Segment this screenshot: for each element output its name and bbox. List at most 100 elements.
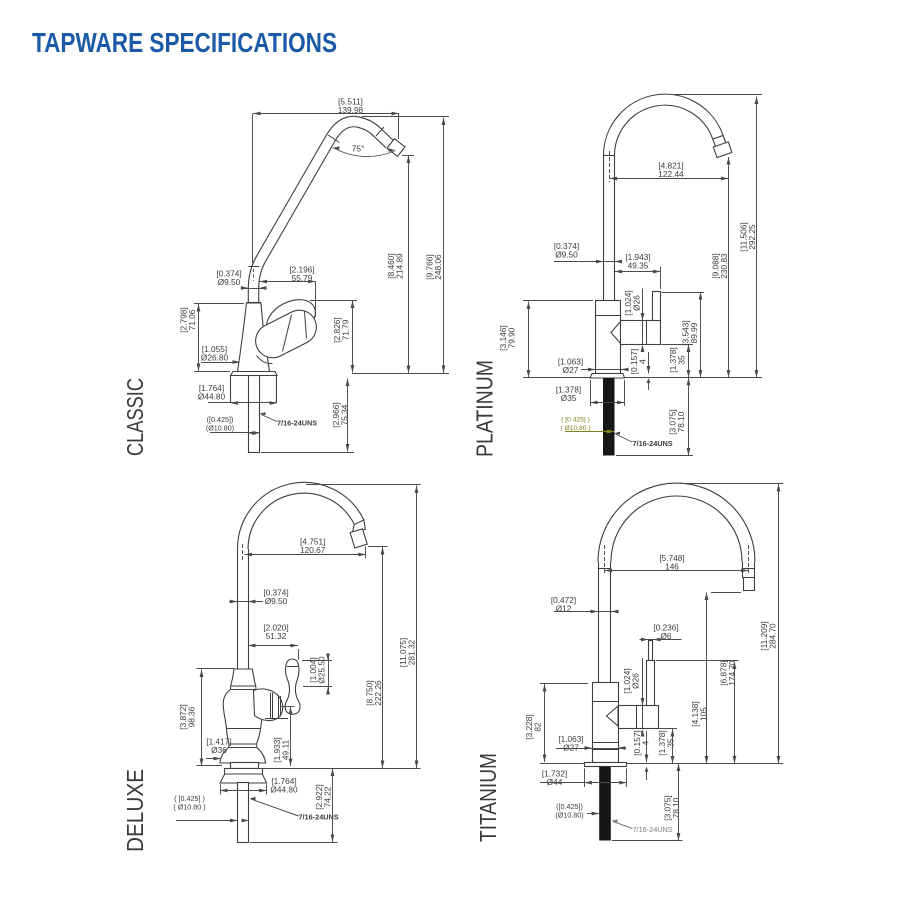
svg-text:71.79: 71.79 <box>340 319 350 340</box>
svg-text:292.25: 292.25 <box>747 224 757 250</box>
svg-text:71.06: 71.06 <box>187 309 197 330</box>
svg-text:89.99: 89.99 <box>689 322 699 343</box>
svg-text:(Ø10.80): (Ø10.80) <box>555 810 583 819</box>
svg-text:78.10: 78.10 <box>676 411 686 432</box>
svg-text:[3.075]: [3.075] <box>662 795 672 820</box>
svg-text:[1.378]: [1.378] <box>657 730 667 755</box>
svg-text:7/16-24UNS: 7/16-24UNS <box>633 825 673 834</box>
svg-text:[3.543]: [3.543] <box>680 320 690 345</box>
svg-text:( Ø10.80 ): ( Ø10.80 ) <box>173 802 205 811</box>
svg-text:Ø26.80: Ø26.80 <box>201 352 229 362</box>
svg-text:(Ø10.80): (Ø10.80) <box>206 423 234 432</box>
svg-text:Ø12: Ø12 <box>556 603 572 613</box>
svg-text:[2.922]: [2.922] <box>314 784 324 809</box>
svg-text:[0.374]: [0.374] <box>216 268 241 278</box>
svg-text:[4.751]: [4.751] <box>300 537 325 547</box>
svg-text:[1.943]: [1.943] <box>625 252 650 262</box>
svg-text:222.26: 222.26 <box>373 680 383 706</box>
svg-text:([0.425]): ([0.425]) <box>556 802 583 811</box>
svg-text:Ø26: Ø26 <box>630 673 640 689</box>
svg-text:DELUXE: DELUXE <box>122 769 148 852</box>
svg-text:[3.075]: [3.075] <box>667 409 677 434</box>
svg-text:Ø9.50: Ø9.50 <box>218 277 241 287</box>
svg-text:[0.472]: [0.472] <box>551 595 576 605</box>
svg-text:Ø6: Ø6 <box>660 631 671 641</box>
svg-text:[1.055]: [1.055] <box>202 344 227 354</box>
svg-text:[1.732]: [1.732] <box>542 768 567 778</box>
svg-text:49.35: 49.35 <box>628 260 649 270</box>
svg-text:[8.750]: [8.750] <box>364 680 374 705</box>
svg-text:7/16-24UNS: 7/16-24UNS <box>633 439 673 448</box>
svg-text:35: 35 <box>676 355 686 365</box>
svg-text:146: 146 <box>665 561 679 571</box>
svg-text:[2.196]: [2.196] <box>289 264 314 274</box>
svg-text:120.67: 120.67 <box>300 545 326 555</box>
svg-text:139.98: 139.98 <box>338 105 364 115</box>
svg-text:[2.020]: [2.020] <box>263 622 288 632</box>
svg-text:[1.933]: [1.933] <box>272 737 282 762</box>
svg-text:Ø25.50: Ø25.50 <box>316 656 326 684</box>
svg-text:214.89: 214.89 <box>394 253 404 279</box>
svg-text:[1.004]: [1.004] <box>308 657 318 682</box>
svg-text:230.83: 230.83 <box>719 253 729 279</box>
svg-text:TAPWARE SPECIFICATIONS: TAPWARE SPECIFICATIONS <box>32 27 337 58</box>
svg-text:[9.766]: [9.766] <box>424 254 434 279</box>
svg-text:[2.826]: [2.826] <box>332 317 342 342</box>
svg-text:7/16-24UNS: 7/16-24UNS <box>277 419 317 428</box>
svg-text:([0.425]): ([0.425]) <box>207 415 234 424</box>
svg-text:7/16-24UNS: 7/16-24UNS <box>299 813 339 822</box>
svg-text:[0.157]: [0.157] <box>632 730 642 755</box>
svg-text:79.90: 79.90 <box>506 327 516 348</box>
svg-text:4: 4 <box>637 359 647 364</box>
svg-text:105: 105 <box>698 707 708 721</box>
svg-text:75.34: 75.34 <box>339 404 349 425</box>
svg-text:Ø36: Ø36 <box>211 745 227 755</box>
svg-text:[1.764]: [1.764] <box>199 383 224 393</box>
svg-text:Ø9.50: Ø9.50 <box>265 596 288 606</box>
svg-text:[8.460]: [8.460] <box>386 253 396 278</box>
svg-text:[1.764]: [1.764] <box>271 776 296 786</box>
svg-text:174.70: 174.70 <box>727 660 737 686</box>
svg-text:[6.878]: [6.878] <box>718 660 728 685</box>
svg-text:PLATINUM: PLATINUM <box>472 360 498 457</box>
svg-text:( Ø10.80 ): ( Ø10.80 ) <box>560 425 590 432</box>
svg-text:284.70: 284.70 <box>767 623 777 649</box>
svg-text:51.32: 51.32 <box>266 631 287 641</box>
svg-text:[5.511]: [5.511] <box>338 96 363 106</box>
svg-text:[1.378]: [1.378] <box>556 384 581 394</box>
svg-text:49.11: 49.11 <box>280 740 290 761</box>
svg-text:[9.088]: [9.088] <box>710 253 720 278</box>
svg-text:98.36: 98.36 <box>186 706 196 727</box>
svg-text:[5.748]: [5.748] <box>659 553 684 563</box>
svg-text:[0.374]: [0.374] <box>263 587 288 597</box>
svg-text:281.32: 281.32 <box>406 639 416 665</box>
svg-text:248.06: 248.06 <box>433 254 443 280</box>
svg-text:[11.209]: [11.209] <box>759 621 769 650</box>
svg-text:TITANIUM: TITANIUM <box>475 753 501 842</box>
svg-text:Ø9.50: Ø9.50 <box>555 249 578 259</box>
svg-text:[1.024]: [1.024] <box>622 668 632 693</box>
svg-text:Ø44.80: Ø44.80 <box>270 784 298 794</box>
svg-text:74.22: 74.22 <box>322 786 332 807</box>
svg-text:4: 4 <box>640 740 650 745</box>
svg-text:[2.966]: [2.966] <box>331 402 341 427</box>
svg-text:[3.146]: [3.146] <box>498 325 508 350</box>
svg-text:78.10: 78.10 <box>671 797 681 818</box>
svg-text:[0.374]: [0.374] <box>554 241 579 251</box>
svg-text:( [0.425] ): ( [0.425] ) <box>561 416 590 423</box>
svg-text:[11.506]: [11.506] <box>738 222 748 251</box>
svg-text:Ø44.80: Ø44.80 <box>198 391 226 401</box>
svg-text:Ø26: Ø26 <box>631 295 641 311</box>
svg-text:Ø27: Ø27 <box>563 365 579 375</box>
svg-text:Ø44: Ø44 <box>547 777 563 787</box>
svg-text:[3.228]: [3.228] <box>524 714 534 739</box>
svg-text:[1.063]: [1.063] <box>558 734 583 744</box>
svg-text:Ø35: Ø35 <box>561 393 577 403</box>
svg-text:[1.024]: [1.024] <box>623 290 633 315</box>
svg-text:[1.417]: [1.417] <box>206 736 231 746</box>
svg-text:82: 82 <box>532 722 542 732</box>
svg-text:[4.821]: [4.821] <box>658 160 683 170</box>
svg-text:CLASSIC: CLASSIC <box>122 378 148 456</box>
svg-text:[11.075]: [11.075] <box>398 638 408 667</box>
svg-text:[4.138]: [4.138] <box>690 701 700 726</box>
